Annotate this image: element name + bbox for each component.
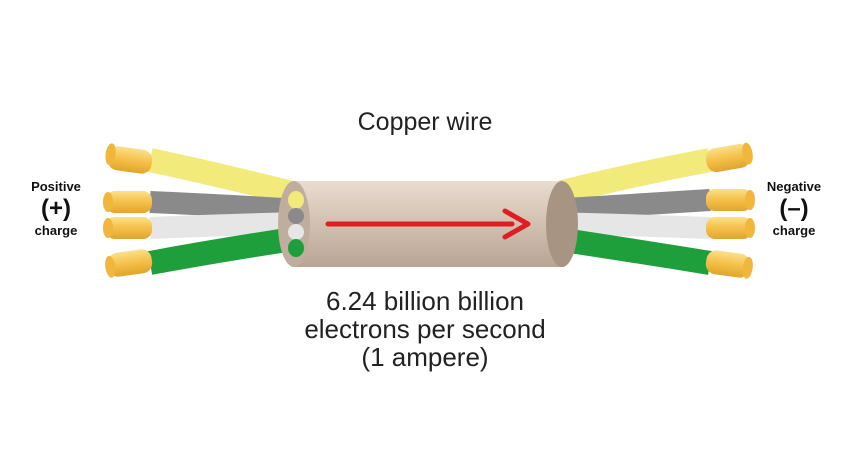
copper-tip-end (742, 142, 753, 165)
green-wire-left (147, 226, 302, 275)
arrow-right-icon (325, 208, 531, 240)
positive-word: Positive (31, 179, 81, 194)
minus-symbol: (–) (779, 195, 809, 222)
caption-line-3: (1 ampere) (361, 342, 489, 372)
copper-tip (107, 249, 153, 277)
sheath-right-end (546, 181, 578, 267)
positive-charge-label: Positive (+) charge (1, 179, 111, 239)
white-wire-left (149, 212, 301, 239)
right-wire-bundle (547, 142, 755, 279)
copper-tip (705, 250, 751, 278)
copper-tip-end (745, 218, 755, 238)
inner-end (288, 239, 304, 257)
inner-end (288, 191, 304, 209)
inner-end (288, 224, 304, 240)
copper-tip-end (742, 256, 753, 279)
copper-tip (107, 146, 153, 174)
yellow-wire-left (147, 148, 303, 207)
plus-symbol: (+) (41, 195, 71, 222)
copper-tip-end (103, 218, 113, 238)
copper-tip (705, 143, 751, 173)
copper-tip-end (105, 143, 116, 166)
negative-charge-label: Negative (–) charge (739, 179, 849, 239)
copper-tip-end (105, 255, 116, 278)
inner-end (288, 208, 304, 224)
negative-word: Negative (766, 179, 822, 194)
copper-tip-end (745, 190, 755, 210)
copper-tips-right (705, 142, 755, 279)
diagram-title: Copper wire (357, 108, 493, 136)
caption-line-1: 6.24 billion billion (325, 286, 525, 316)
left-wire-bundle (103, 143, 303, 278)
negative-charge-word: charge (772, 223, 816, 238)
copper-tip (706, 217, 752, 239)
copper-tip (706, 189, 752, 211)
yellow-wire-right (547, 148, 713, 207)
copper-tip-end (103, 192, 113, 212)
gray-wire-left (149, 191, 301, 221)
copper-tips-left (103, 143, 153, 278)
copper-tip (106, 217, 152, 239)
positive-charge-word: charge (34, 223, 78, 238)
caption-line-2: electrons per second (304, 314, 546, 344)
copper-tip (106, 191, 152, 213)
